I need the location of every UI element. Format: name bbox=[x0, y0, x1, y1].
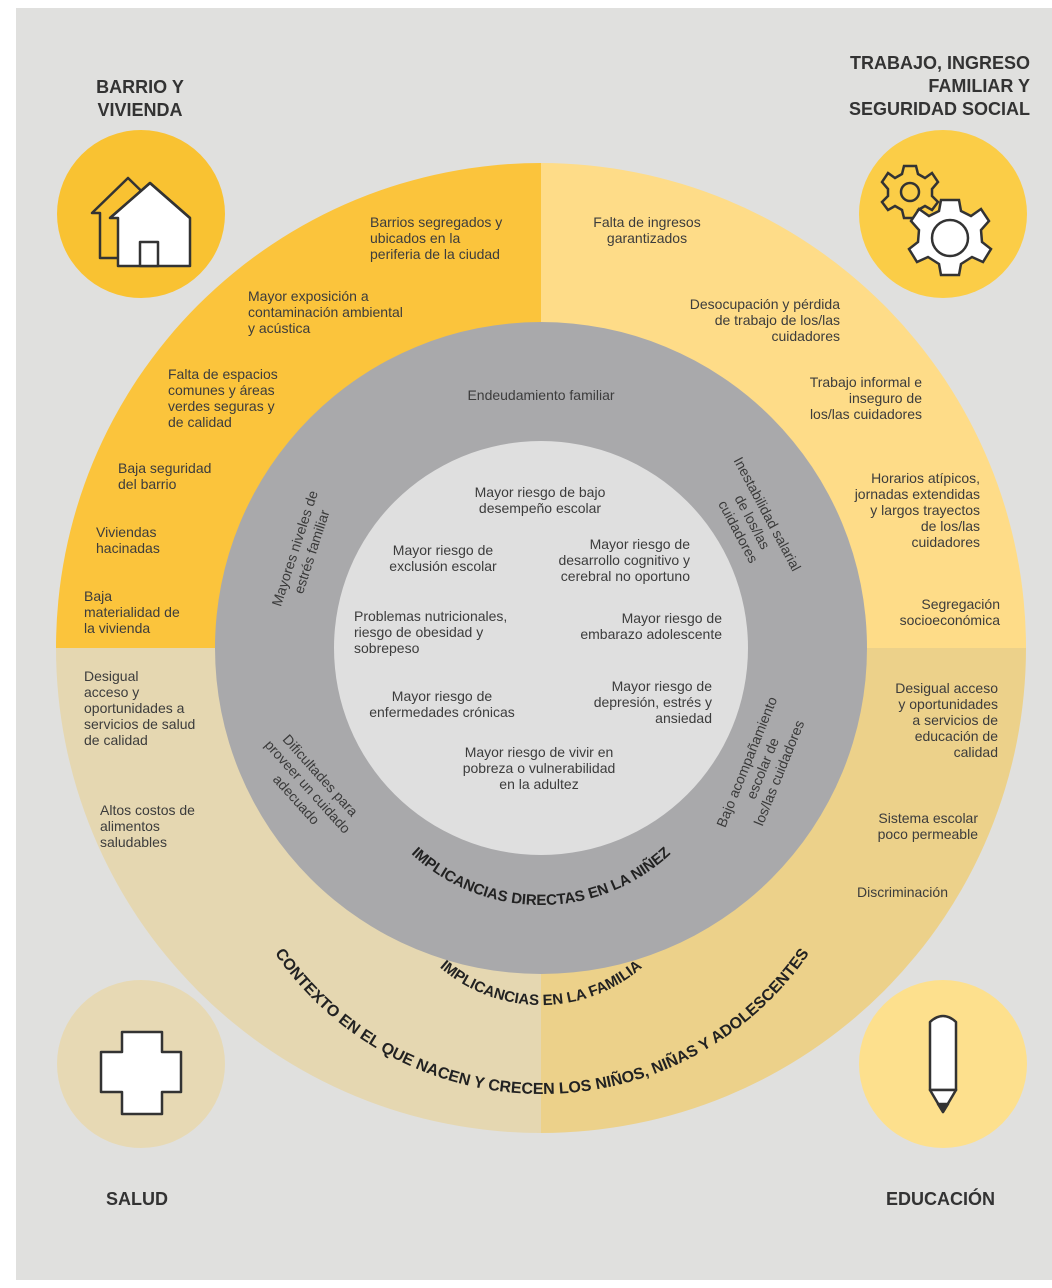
medical-cross-icon bbox=[99, 1030, 183, 1116]
title-trabajo: TRABAJO, INGRESO FAMILIAR Y SEGURIDAD SO… bbox=[848, 53, 1030, 119]
pencil-icon bbox=[928, 1014, 958, 1114]
title-barrio: BARRIO Y VIVIENDA bbox=[96, 77, 184, 120]
educacion-item-3: Discriminación bbox=[856, 884, 948, 900]
title-educacion: EDUCACIÓN bbox=[886, 1189, 996, 1209]
house-icon bbox=[90, 176, 192, 268]
middle-item-debt: Endeudamiento familiar bbox=[467, 387, 615, 403]
childhood-circle bbox=[334, 441, 748, 855]
inner-item-nutrition: Problemas nutricionales,riesgo de obesid… bbox=[354, 608, 508, 656]
title-salud: SALUD bbox=[106, 1189, 168, 1209]
gears-icon bbox=[880, 164, 993, 277]
